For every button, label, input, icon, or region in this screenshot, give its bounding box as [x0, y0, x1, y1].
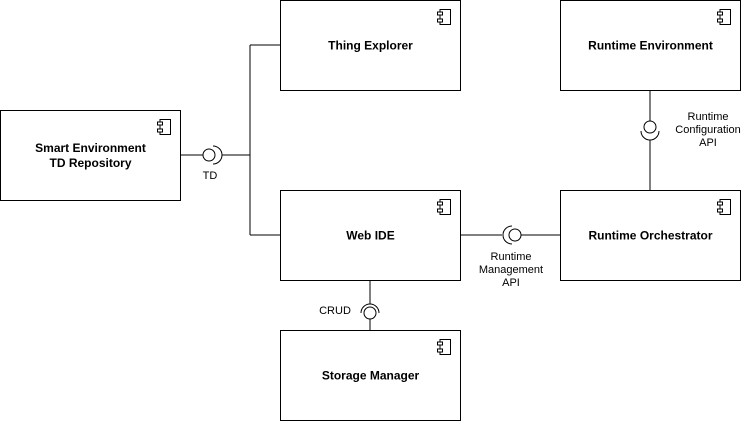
- runtime-orchestrator-label: Runtime Orchestrator: [588, 228, 713, 242]
- uml-component-icon: [717, 199, 731, 215]
- storage-manager-component[interactable]: Storage Manager: [280, 330, 461, 421]
- runtime-environment-component[interactable]: Runtime Environment: [560, 0, 741, 91]
- uml-component-icon: [437, 9, 451, 25]
- uml-component-icon: [717, 9, 731, 25]
- smart-environment-label: Smart Environment TD Repository: [35, 140, 146, 170]
- runtime-configuration-api-label: Runtime Configuration API: [675, 111, 741, 149]
- thing-explorer-component[interactable]: Thing Explorer: [280, 0, 461, 91]
- crud-ball: [363, 306, 377, 320]
- uml-component-icon: [437, 199, 451, 215]
- runtime-orchestrator-component[interactable]: Runtime Orchestrator: [560, 190, 741, 281]
- runtime-management-ball: [508, 228, 522, 242]
- runtime-management-socket: [502, 225, 513, 245]
- runtime-configuration-ball: [643, 120, 657, 134]
- uml-component-icon: [437, 339, 451, 355]
- td-interface-label: TD: [202, 170, 218, 182]
- storage-manager-label: Storage Manager: [321, 368, 420, 382]
- uml-component-icon: [157, 119, 171, 135]
- runtime-environment-label: Runtime Environment: [588, 38, 713, 52]
- smart-environment-td-repository-component[interactable]: Smart Environment TD Repository: [0, 110, 181, 201]
- crud-socket: [360, 303, 380, 314]
- web-ide-component[interactable]: Web IDE: [280, 190, 461, 281]
- runtime-management-api-label: Runtime Management API: [478, 251, 544, 289]
- crud-interface-label: CRUD: [319, 305, 351, 317]
- td-provided-ball: [202, 148, 216, 162]
- thing-explorer-label: Thing Explorer: [328, 38, 413, 52]
- web-ide-label: Web IDE: [346, 228, 395, 242]
